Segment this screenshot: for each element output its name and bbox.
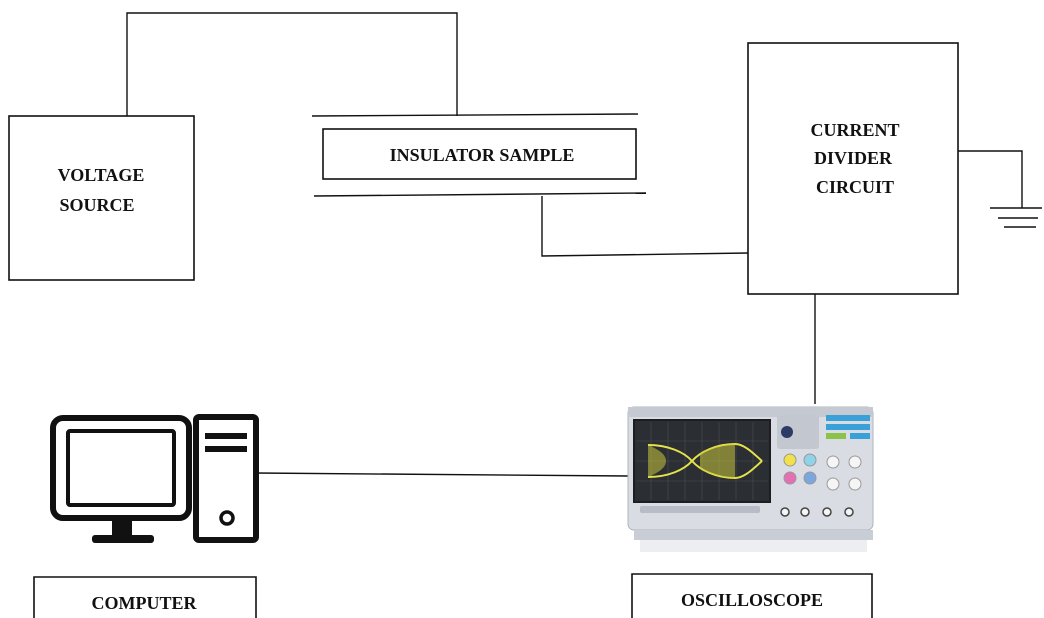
bottom-electrode-plate (314, 193, 646, 196)
ground-icon (990, 208, 1042, 227)
current-divider-label-line1: CURRENT (810, 120, 899, 140)
oscilloscope-label-box: OSCILLOSCOPE (632, 574, 872, 618)
voltage-source-label-line1: VOLTAGE (58, 165, 145, 185)
insulator-sample-label: INSULATOR SAMPLE (390, 145, 575, 165)
computer-label-box: COMPUTER (34, 577, 256, 618)
computer-label: COMPUTER (92, 593, 198, 613)
wire-computer-to-oscilloscope (256, 473, 628, 476)
current-divider-label-line2: DIVIDER (814, 148, 893, 168)
wire-source-to-electrode (127, 13, 457, 116)
oscilloscope-label: OSCILLOSCOPE (681, 590, 823, 610)
voltage-source-label-line2: SOURCE (59, 195, 134, 215)
insulator-sample-block: INSULATOR SAMPLE (323, 129, 636, 179)
current-divider-block: CURRENT DIVIDER CIRCUIT (748, 43, 958, 294)
wire-electrode-to-divider (542, 196, 748, 256)
top-electrode-plate (312, 114, 638, 116)
computer-icon (53, 417, 256, 543)
voltage-source-block: VOLTAGE SOURCE (9, 116, 194, 280)
oscilloscope-icon (628, 407, 873, 552)
current-divider-label-line3: CIRCUIT (816, 177, 894, 197)
wire-divider-to-ground (958, 151, 1022, 208)
